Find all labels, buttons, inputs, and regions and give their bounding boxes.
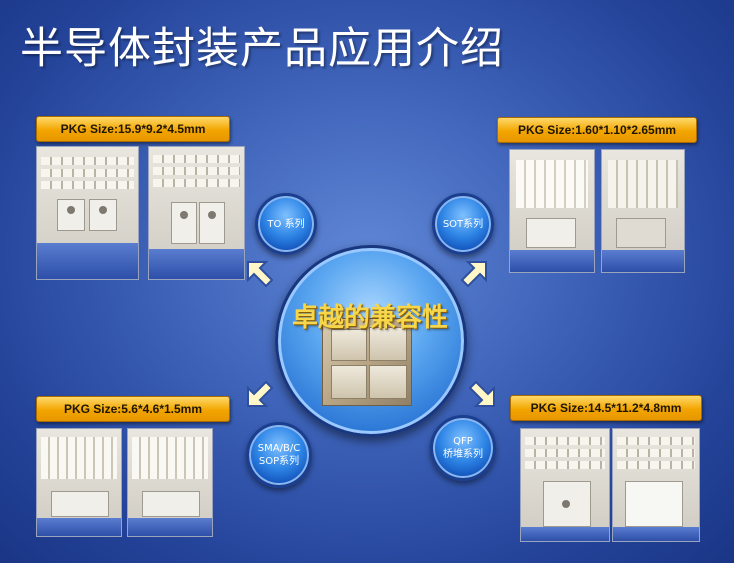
pkg-label-top-left: PKG Size:15.9*9.2*4.5mm — [36, 116, 230, 142]
arrow-icon-bottom-right — [466, 378, 498, 410]
compatibility-slogan: 卓越的兼容性 — [291, 303, 448, 333]
series-circle-sot[interactable]: SOT系列 — [432, 193, 494, 255]
product-photo-sot-1 — [509, 149, 595, 273]
pkg-label-bottom-left: PKG Size:5.6*4.6*1.5mm — [36, 396, 230, 422]
center-product-photo — [322, 318, 412, 406]
series-label-to: TO 系列 — [267, 218, 305, 230]
product-photo-sot-2 — [601, 149, 685, 273]
arrow-icon-top-right — [458, 258, 490, 290]
series-label-bridge: 桥堆系列 — [443, 449, 483, 460]
arrow-icon-bottom-left — [244, 378, 276, 410]
product-photo-qfp-1 — [520, 428, 610, 542]
series-label-sma: SMA/B/C — [257, 443, 301, 454]
product-photo-to-2 — [148, 146, 245, 280]
product-photo-qfp-2 — [612, 428, 700, 542]
product-photo-sma-1 — [36, 428, 122, 537]
pkg-label-bottom-right: PKG Size:14.5*11.2*4.8mm — [510, 395, 702, 421]
series-label-qfp: QFP — [453, 436, 473, 447]
product-photo-sma-2 — [127, 428, 213, 537]
series-circle-sma-sop[interactable]: SMA/B/C SOP系列 — [246, 422, 312, 488]
pkg-label-top-right: PKG Size:1.60*1.10*2.65mm — [497, 117, 697, 143]
series-label-sop: SOP系列 — [258, 456, 300, 467]
product-photo-to-1 — [36, 146, 139, 280]
series-label-sot: SOT系列 — [442, 218, 484, 230]
arrow-icon-top-left — [244, 258, 276, 290]
series-circle-qfp[interactable]: QFP 桥堆系列 — [430, 415, 496, 481]
series-circle-to[interactable]: TO 系列 — [255, 193, 317, 255]
page-title: 半导体封装产品应用介绍 — [20, 24, 504, 74]
